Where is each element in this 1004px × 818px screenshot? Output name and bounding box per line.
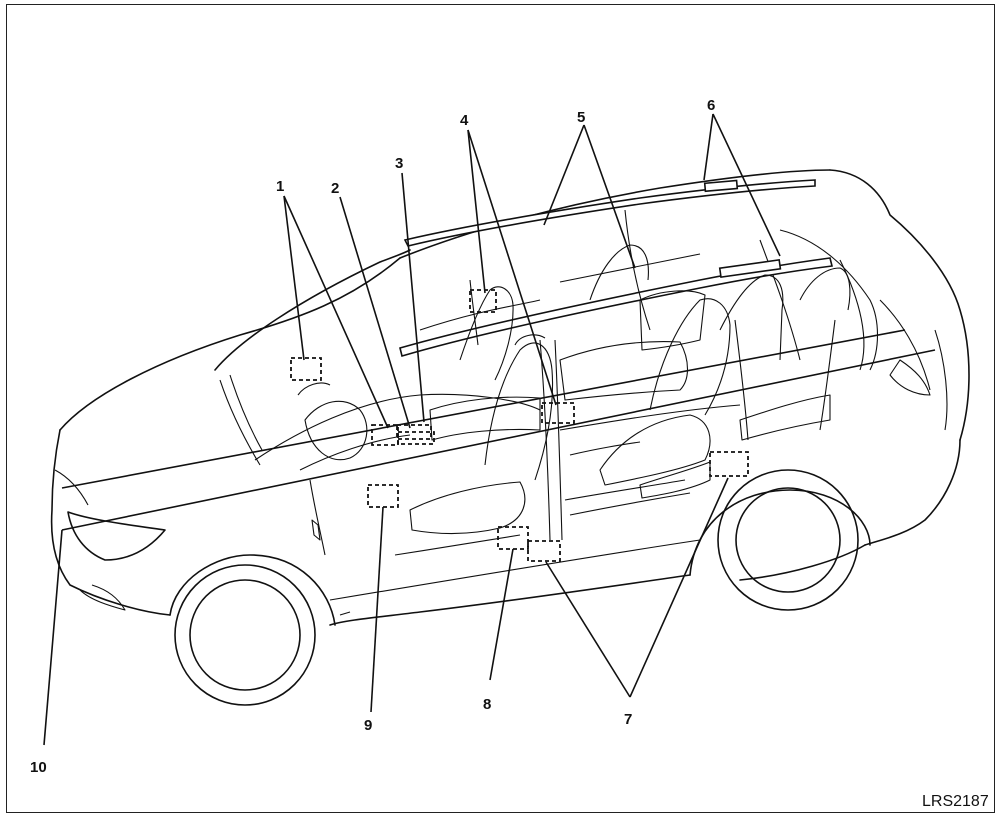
component-box-3 xyxy=(397,431,435,445)
component-box-9 xyxy=(367,484,399,508)
callout-3: 3 xyxy=(395,155,403,172)
component-box-2 xyxy=(396,424,432,440)
callout-10: 10 xyxy=(30,759,47,776)
callout-7: 7 xyxy=(624,711,632,728)
component-box-1 xyxy=(290,357,322,381)
roof-curtain-airbags xyxy=(399,179,833,358)
callout-1: 1 xyxy=(276,178,284,195)
component-box-4 xyxy=(469,289,497,313)
component-box-7b xyxy=(709,451,749,477)
callout-leaders xyxy=(43,113,936,746)
figure-frame xyxy=(6,4,995,813)
callout-8: 8 xyxy=(483,696,491,713)
seats xyxy=(409,209,851,535)
callout-4: 4 xyxy=(460,112,469,129)
figure-code: LRS2187 xyxy=(922,793,989,810)
callout-5: 5 xyxy=(577,109,585,126)
callout-9: 9 xyxy=(364,717,372,734)
component-box-4b xyxy=(541,402,575,424)
component-box-7a xyxy=(527,540,561,562)
airbag-component-markers xyxy=(290,289,749,562)
callout-2: 2 xyxy=(331,180,339,197)
callout-6: 6 xyxy=(707,97,715,114)
callout-labels: 1 2 3 4 5 6 7 8 9 10 xyxy=(30,97,715,776)
